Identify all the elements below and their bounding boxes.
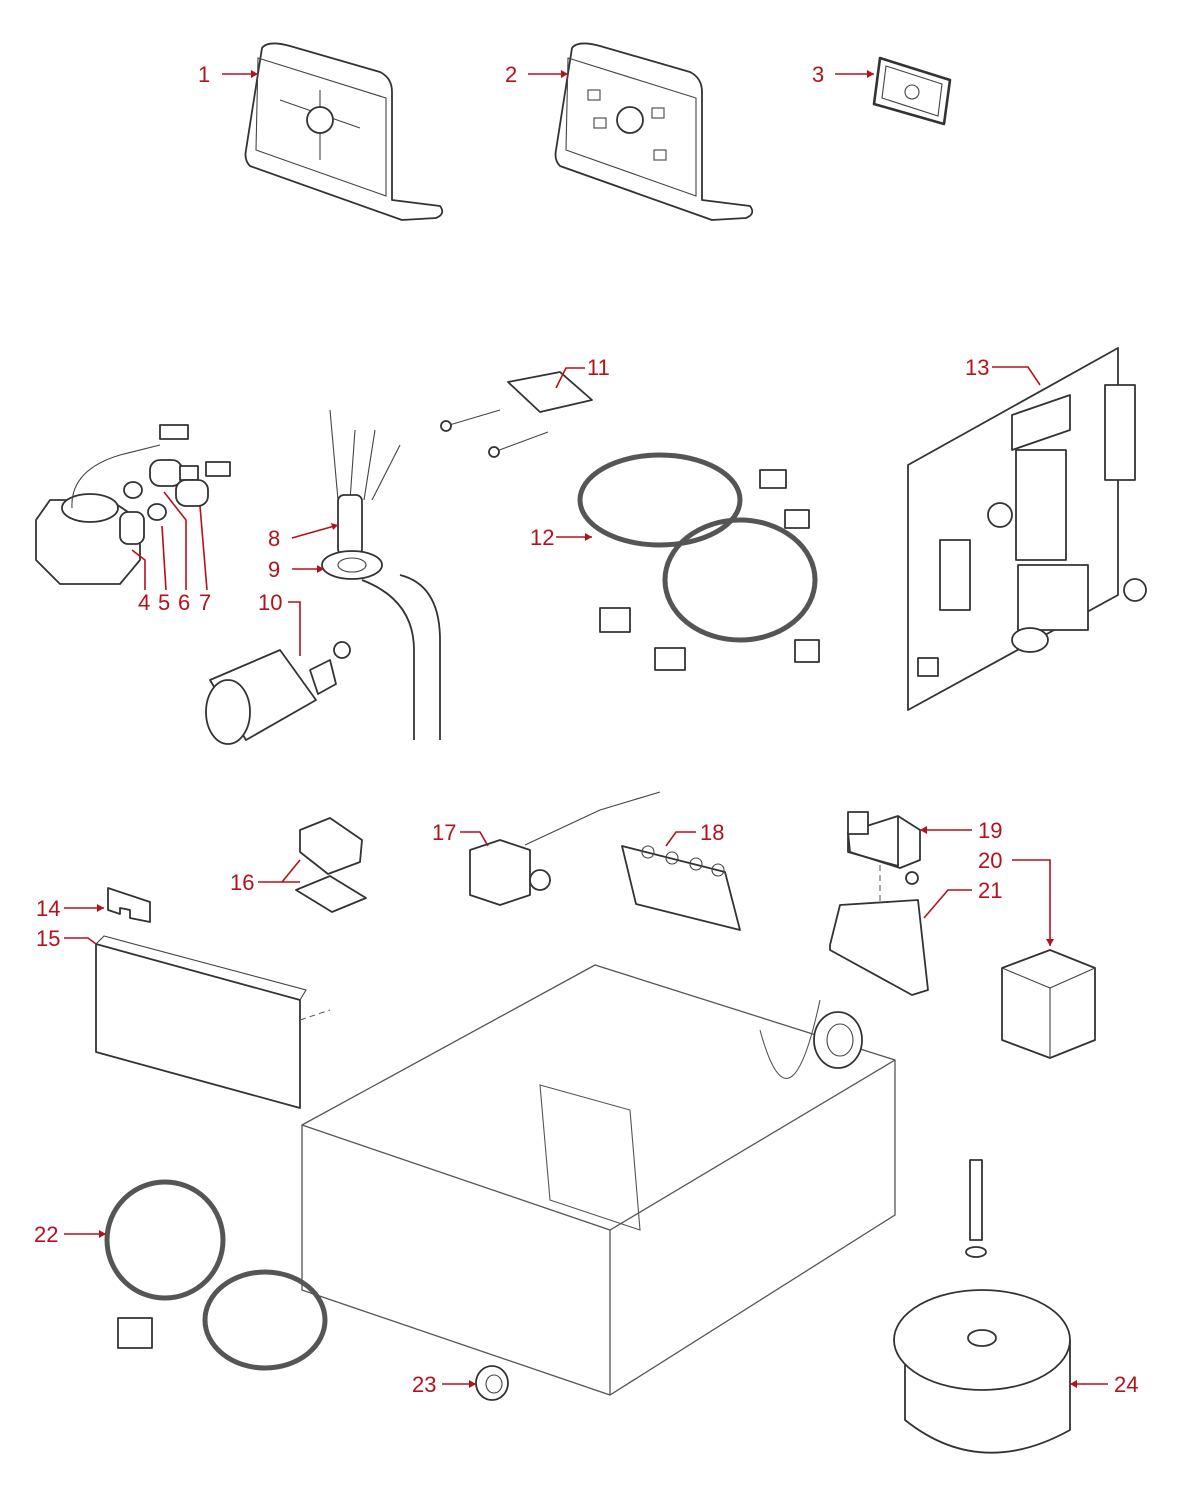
part-15-terminal-strip <box>95 935 331 1109</box>
part-9-strain-relief <box>321 550 383 580</box>
svg-text:19: 19 <box>978 818 1002 843</box>
svg-text:12: 12 <box>530 525 554 550</box>
callout-24: 24 <box>1070 1372 1138 1397</box>
callout-20: 20 <box>978 848 1051 946</box>
part-10-capacitor <box>205 641 351 745</box>
part-2-control-panel <box>554 42 754 221</box>
svg-text:8: 8 <box>268 526 280 551</box>
part-18-terminal-block <box>621 845 741 931</box>
part-5-o-ring <box>123 481 167 521</box>
callout-23: 23 <box>412 1372 476 1397</box>
svg-text:13: 13 <box>965 355 989 380</box>
callout-11: 11 <box>555 355 610 389</box>
callout-6: 6 <box>163 491 190 615</box>
svg-text:21: 21 <box>978 878 1002 903</box>
part-22-wiring-harness <box>104 1179 328 1371</box>
svg-text:1: 1 <box>198 62 210 87</box>
part-12-wiring-harness <box>577 452 820 671</box>
callout-12: 12 <box>530 525 592 550</box>
part-3-power-switch <box>872 56 952 126</box>
callouts: 1 2 3 4 5 6 7 8 9 10 11 12 13 14 15 16 1… <box>34 62 1138 1397</box>
svg-text:24: 24 <box>1114 1372 1138 1397</box>
svg-text:3: 3 <box>812 62 824 87</box>
callout-3: 3 <box>812 62 874 87</box>
part-14-clip <box>107 887 151 923</box>
svg-text:10: 10 <box>258 590 282 615</box>
part-7-fitting <box>175 461 231 507</box>
callout-22: 22 <box>34 1222 106 1247</box>
svg-text:9: 9 <box>268 557 280 582</box>
svg-text:11: 11 <box>587 355 610 380</box>
enclosure-base <box>301 964 896 1396</box>
svg-text:5: 5 <box>158 590 170 615</box>
part-1-control-panel <box>244 42 444 221</box>
callout-18: 18 <box>665 820 724 847</box>
callout-16: 16 <box>230 859 301 895</box>
svg-text:23: 23 <box>412 1372 436 1397</box>
part-17-thermostat <box>469 791 661 906</box>
svg-text:18: 18 <box>700 820 724 845</box>
callout-15: 15 <box>36 926 97 951</box>
svg-text:16: 16 <box>230 870 254 895</box>
svg-text:6: 6 <box>178 590 190 615</box>
part-19-relay <box>847 811 921 930</box>
callout-21: 21 <box>923 878 1002 919</box>
svg-text:22: 22 <box>34 1222 58 1247</box>
part-24-transformer <box>893 1159 1071 1454</box>
svg-text:20: 20 <box>978 848 1002 873</box>
callout-5: 5 <box>158 525 170 615</box>
callout-19: 19 <box>920 818 1002 843</box>
grommet-large <box>813 1011 863 1069</box>
svg-text:2: 2 <box>505 62 517 87</box>
svg-text:15: 15 <box>36 926 60 951</box>
svg-text:17: 17 <box>432 820 456 845</box>
svg-text:14: 14 <box>36 896 60 921</box>
part-11-bracket <box>440 371 593 458</box>
part-4-flow-meter <box>35 424 189 585</box>
callout-14: 14 <box>36 896 104 921</box>
callout-7: 7 <box>199 505 211 615</box>
part-23-grommet <box>475 1365 509 1401</box>
part-16-rocker-switch <box>295 817 367 913</box>
callout-9: 9 <box>268 557 324 582</box>
part-20-contactor <box>1001 949 1096 1059</box>
callout-4: 4 <box>131 549 150 615</box>
part-13-control-board <box>907 347 1147 711</box>
svg-text:7: 7 <box>199 590 211 615</box>
callout-8: 8 <box>268 524 339 551</box>
callout-1: 1 <box>198 62 258 87</box>
part-6-fitting <box>149 459 199 487</box>
part-21-relay-bracket <box>829 871 929 996</box>
callout-2: 2 <box>505 62 568 87</box>
callout-13: 13 <box>965 355 1041 386</box>
svg-text:4: 4 <box>138 590 150 615</box>
callout-10: 10 <box>258 590 301 656</box>
callout-17: 17 <box>432 820 489 847</box>
part-8-power-cord <box>329 409 441 740</box>
arrowheads <box>97 70 1077 1388</box>
